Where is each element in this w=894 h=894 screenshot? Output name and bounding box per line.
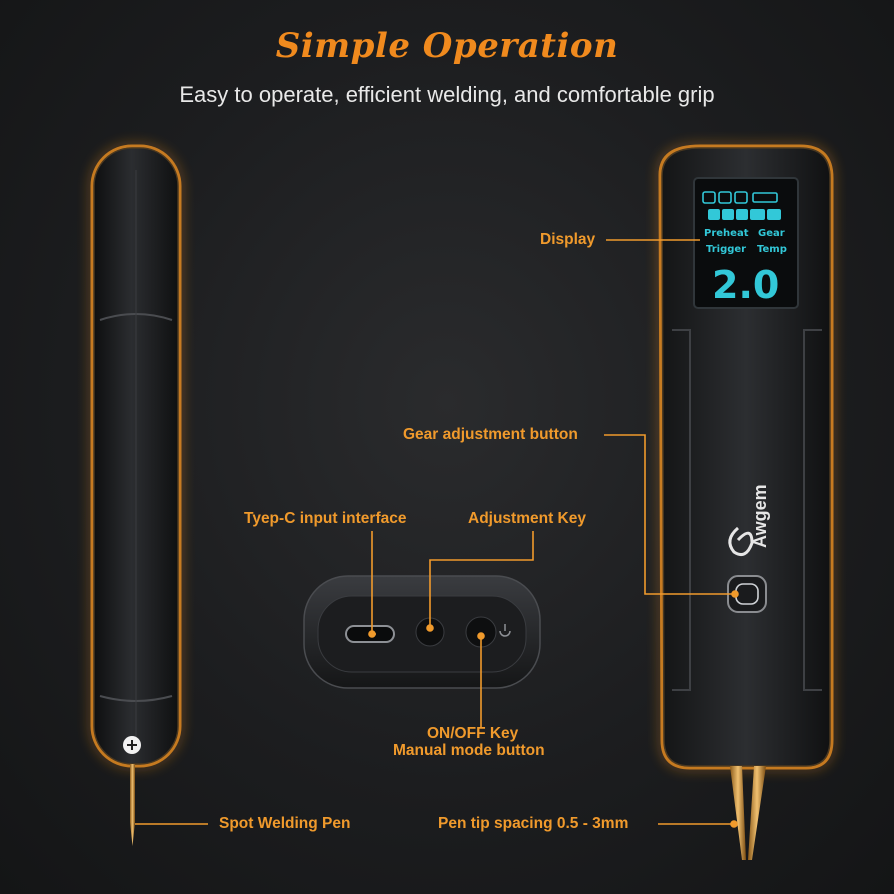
callout-onoff: ON/OFF Key (427, 725, 519, 742)
page-subtitle: Easy to operate, efficient welding, and … (179, 82, 715, 107)
screen-preheat-label: Preheat (704, 228, 749, 239)
callout-tip-spacing: Pen tip spacing 0.5 - 3mm (438, 815, 629, 832)
power-icon (499, 630, 511, 637)
screen-gear-label: Gear (758, 228, 785, 239)
callout-spot-welding-pen: Spot Welding Pen (219, 815, 351, 832)
callout-display: Display (540, 231, 596, 248)
awgem-logo-icon (728, 526, 754, 556)
callout-gear-adjustment: Gear adjustment button (403, 426, 578, 443)
screen-readout: 2.0 (712, 263, 779, 307)
brand-logo: Awgem (750, 484, 770, 548)
callout-manual-mode: Manual mode button (393, 742, 545, 759)
brand-name: Awgem (750, 484, 770, 548)
page-title: Simple Operation (275, 26, 619, 66)
screen-trigger-label: Trigger (706, 244, 746, 255)
pen-end-cap (303, 575, 541, 689)
callout-typec: Tyep-C input interface (244, 510, 407, 527)
callout-lines (135, 239, 739, 828)
screen-temp-label: Temp (757, 244, 787, 255)
spot-welding-pen-right: Preheat Trigger Gear Temp 2.0 Awgem (658, 144, 834, 860)
spot-welding-pen-left (90, 144, 182, 846)
callout-adjustment-key: Adjustment Key (468, 510, 586, 527)
